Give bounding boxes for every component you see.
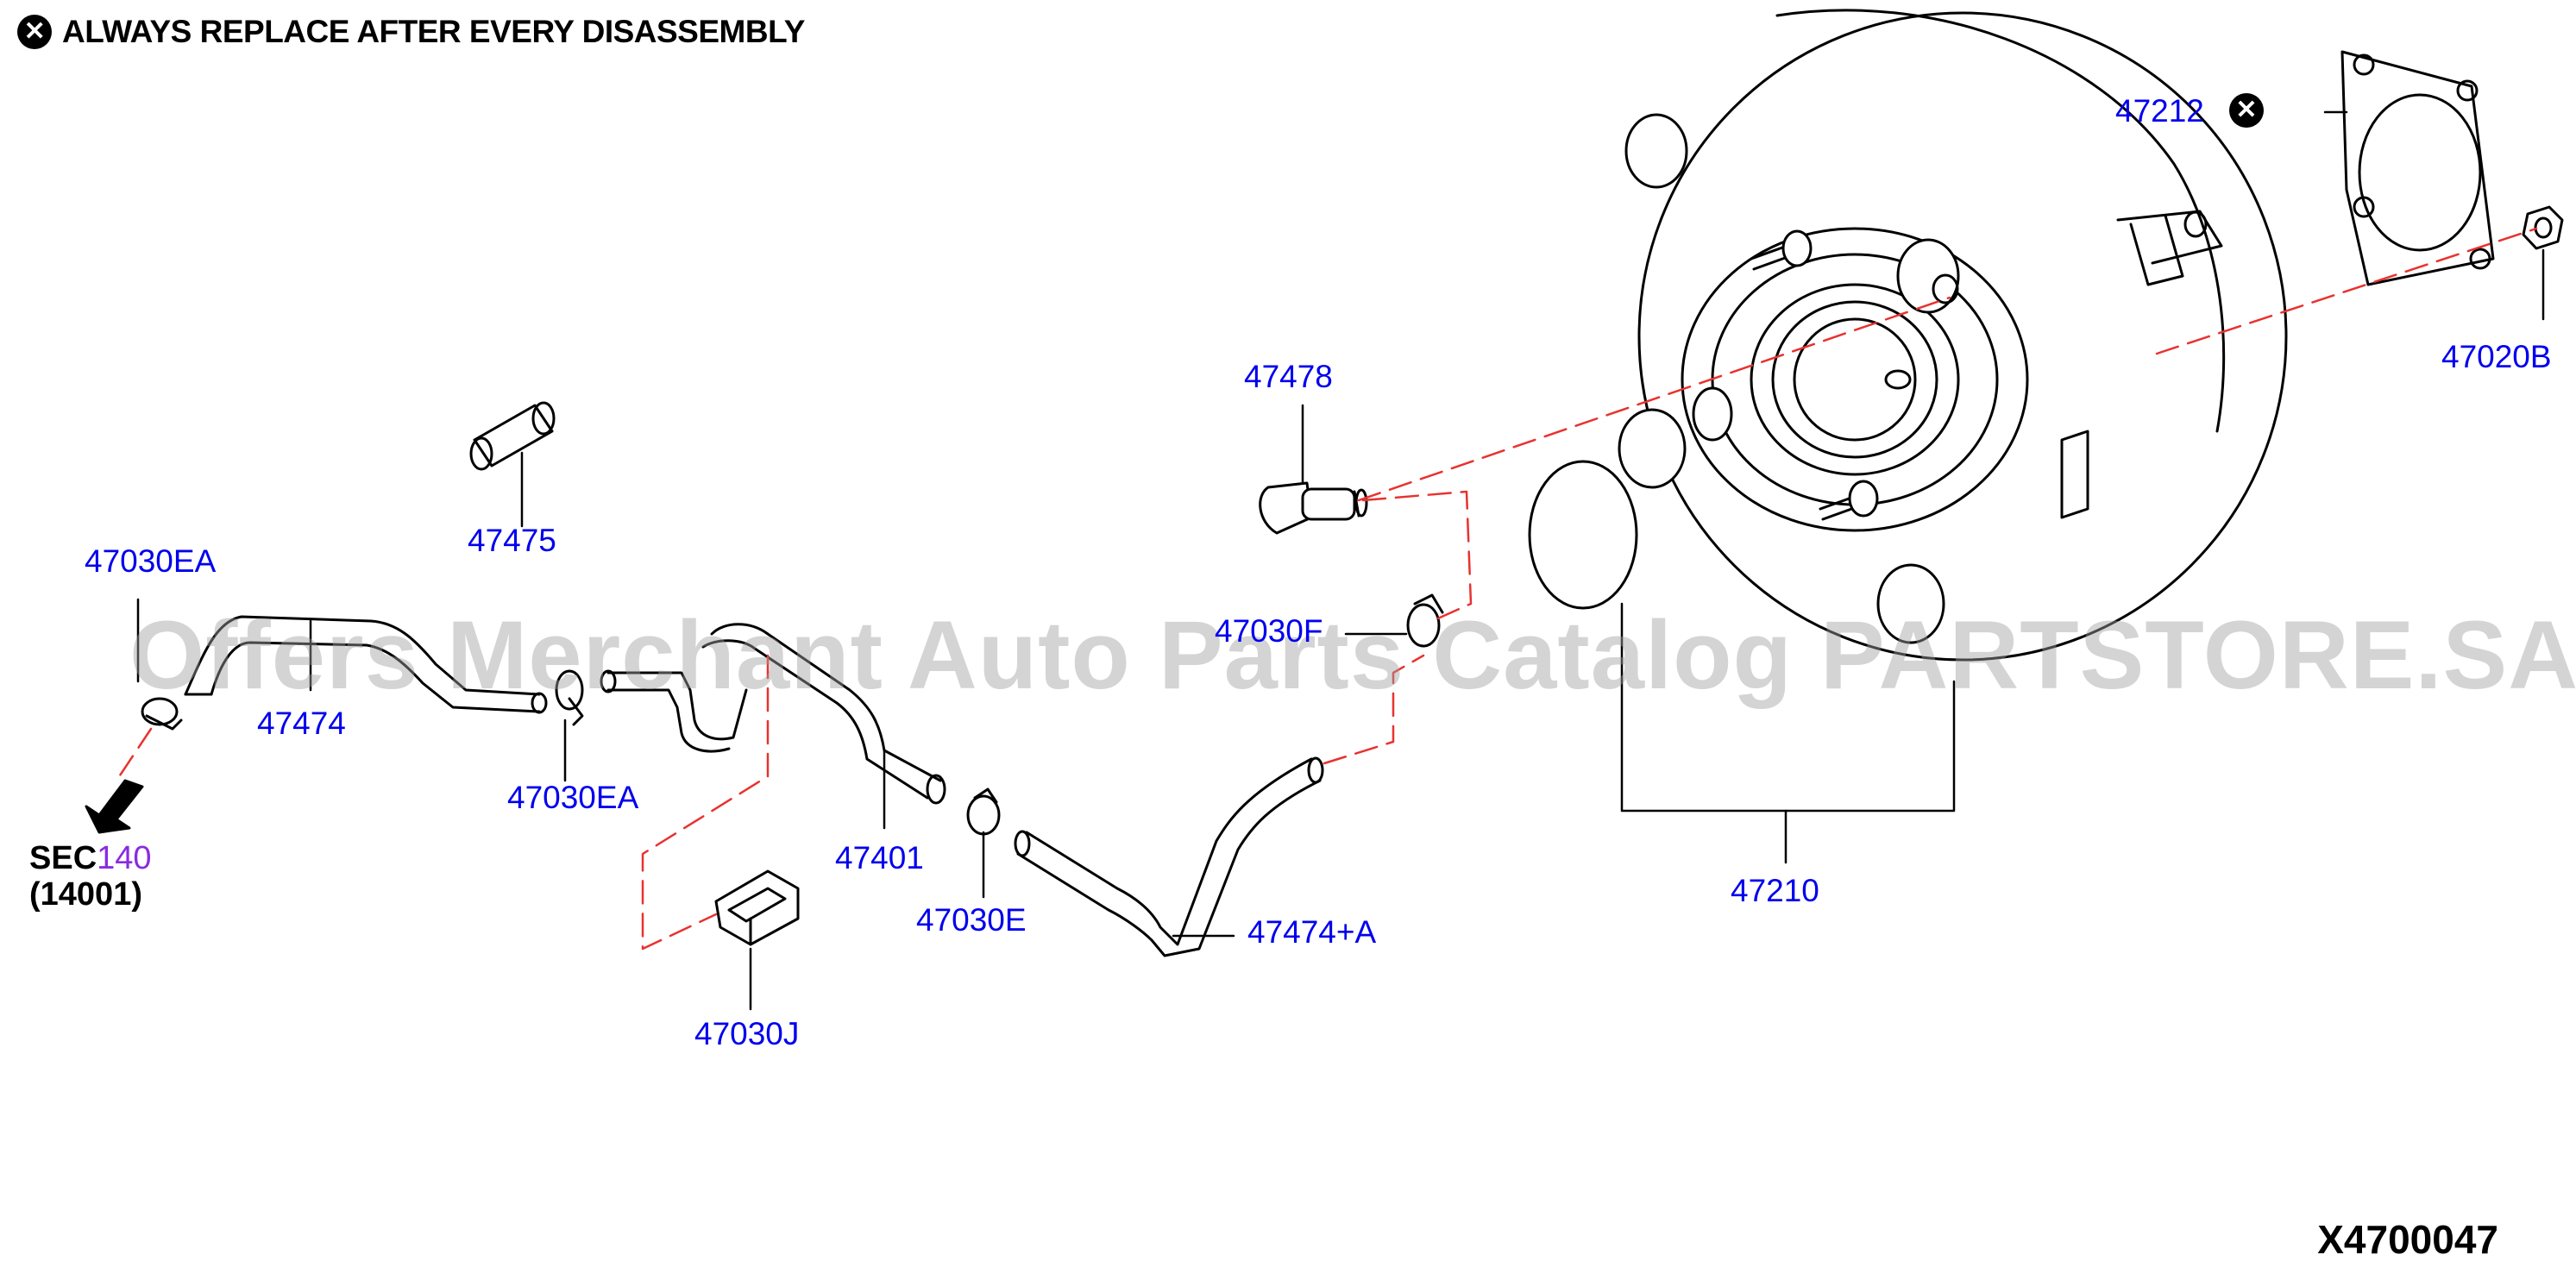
clamp-47030F <box>1406 593 1444 648</box>
check-valve-47478 <box>1259 481 1368 535</box>
section-prefix: SEC <box>29 840 97 876</box>
callout-47030EA-top[interactable]: 47030EA <box>85 543 217 579</box>
callout-47478[interactable]: 47478 <box>1244 359 1333 394</box>
hose-47475 <box>469 401 556 471</box>
callout-47210[interactable]: 47210 <box>1731 873 1819 908</box>
clamp-47030E <box>966 787 1001 836</box>
section-reference[interactable]: SEC140 (14001) <box>29 840 152 913</box>
replace-note-text: ALWAYS REPLACE AFTER EVERY DISASSEMBLY <box>62 14 805 49</box>
callout-47030J[interactable]: 47030J <box>694 1016 800 1051</box>
nut-47020B <box>2522 205 2564 250</box>
x-circle-icon: ✕ <box>17 15 52 49</box>
sec-arrow-icon <box>85 779 144 834</box>
section-number: 140 <box>97 840 152 876</box>
section-sub: (14001) <box>29 875 142 913</box>
brake-booster <box>1528 9 2288 662</box>
callout-47475[interactable]: 47475 <box>468 523 556 558</box>
callout-47030F[interactable]: 47030F <box>1215 613 1323 649</box>
hose-47474-a <box>1014 756 1324 957</box>
callout-47020B[interactable]: 47020B <box>2441 339 2552 374</box>
x-circle-icon: ✕ <box>2229 93 2264 128</box>
gasket-47212 <box>2340 50 2495 286</box>
clip-47030J <box>714 869 800 946</box>
callout-47401[interactable]: 47401 <box>835 840 924 875</box>
clamp-47030EA-mid <box>555 669 584 726</box>
callout-47030E[interactable]: 47030E <box>916 902 1027 938</box>
watermark: Offers Merchant Auto Parts Catalog PARTS… <box>129 601 2576 709</box>
callout-47212[interactable]: 47212 <box>2115 93 2204 129</box>
clamp-47030EA-left <box>141 697 183 731</box>
hose-47474 <box>184 615 548 714</box>
hose-47401 <box>600 623 946 805</box>
callout-47474-a[interactable]: 47474+A <box>1247 914 1377 950</box>
assembly-lines <box>115 227 2538 951</box>
replace-note: ✕ ALWAYS REPLACE AFTER EVERY DISASSEMBLY <box>17 14 805 50</box>
callout-47474[interactable]: 47474 <box>257 706 346 741</box>
callout-47030EA-mid[interactable]: 47030EA <box>507 780 639 815</box>
leader-lines <box>136 110 2545 1011</box>
diagram-id: X4700047 <box>2317 1217 2498 1262</box>
